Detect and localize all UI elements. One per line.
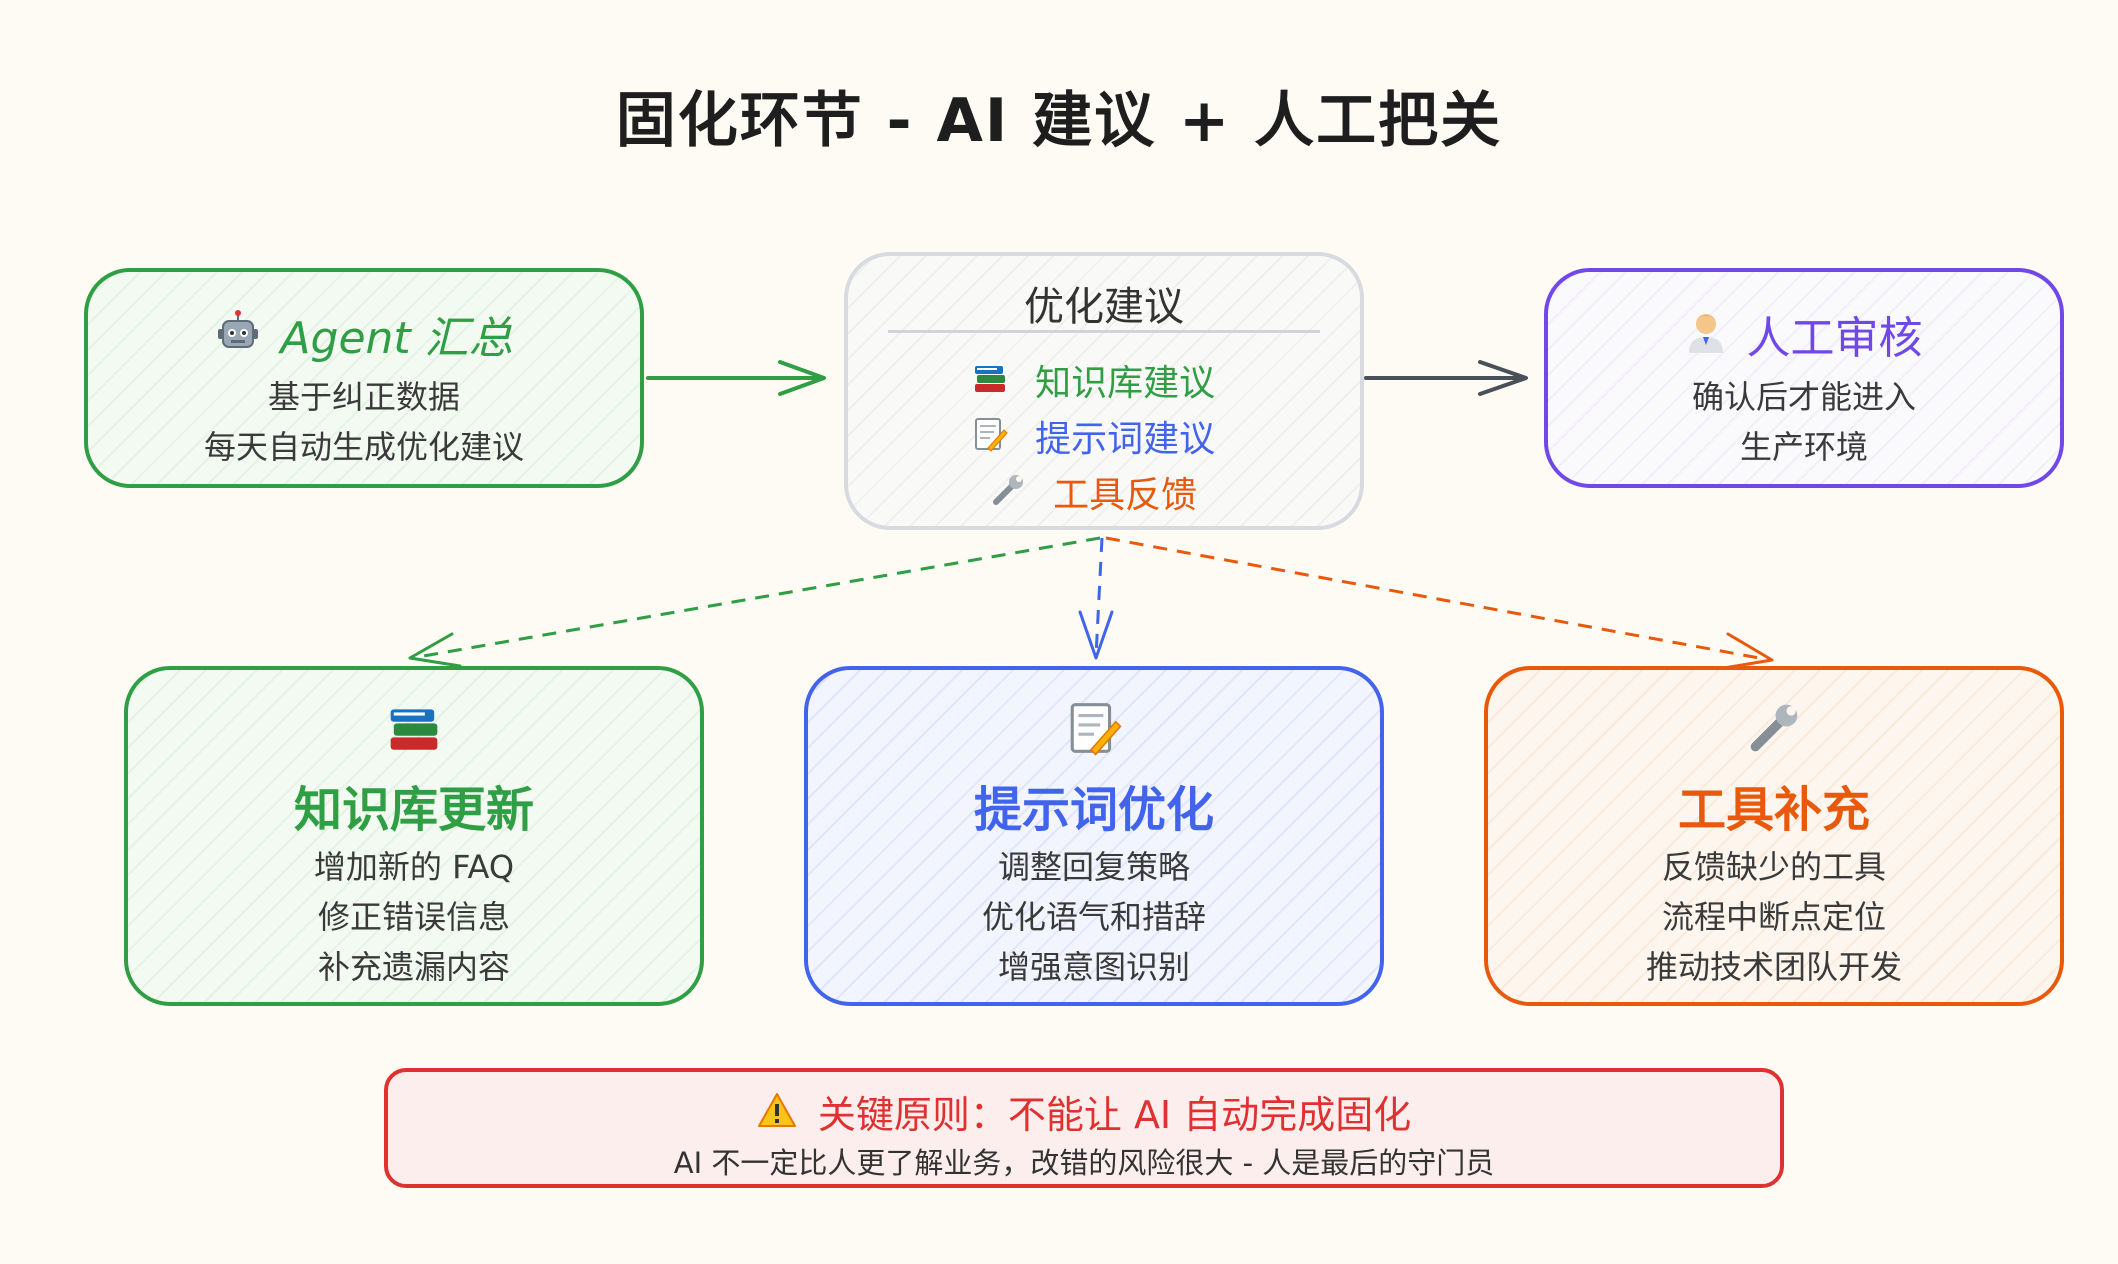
dashed-arrow-to-prompt xyxy=(1078,537,1114,660)
review-box-line-2: 生产环境 xyxy=(1739,428,1868,466)
books-icon xyxy=(386,700,442,760)
suggestion-item-kb: 知识库建议 xyxy=(972,354,1215,408)
suggestion-box-title: 优化建议 xyxy=(1024,284,1184,330)
warning-icon xyxy=(757,1092,797,1132)
suggestion-item-prompt-label: 提示词建议 xyxy=(1035,419,1216,460)
books-icon xyxy=(972,360,1008,400)
review-box-line-1: 确认后才能进入 xyxy=(1691,378,1916,416)
agent-box-line-1: 基于纠正数据 xyxy=(267,378,460,416)
prompt-box-line-3: 增强意图识别 xyxy=(997,948,1190,986)
agent-summary-box: Agent 汇总 基于纠正数据 每天自动生成优化建议 xyxy=(84,268,644,488)
suggestion-item-tool-label: 工具反馈 xyxy=(1053,475,1198,516)
agent-box-title: Agent 汇总 xyxy=(280,313,513,364)
agent-box-line-2: 每天自动生成优化建议 xyxy=(203,428,524,466)
kb-box-line-2: 修正错误信息 xyxy=(317,898,510,936)
suggestion-item-tool: 工具反馈 xyxy=(990,466,1197,520)
principle-title: 关键原则：不能让 AI 自动完成固化 xyxy=(817,1093,1412,1137)
prompt-box-title: 提示词优化 xyxy=(973,782,1214,838)
kb-box-line-1: 增加新的 FAQ xyxy=(313,848,515,886)
wrench-icon xyxy=(1746,700,1802,760)
key-principle-banner: 关键原则：不能让 AI 自动完成固化 AI 不一定比人更了解业务，改错的风险很大… xyxy=(384,1068,1784,1188)
page-title: 固化环节 - AI 建议 + 人工把关 xyxy=(615,86,1503,156)
person-icon xyxy=(1685,309,1727,359)
prompt-optimization-box: 提示词优化 调整回复策略 优化语气和措辞 增强意图识别 xyxy=(804,666,1384,1006)
dashed-arrow-to-kb xyxy=(408,536,1101,668)
arrow-agent-to-suggestion xyxy=(646,360,826,396)
dashed-arrow-to-tool xyxy=(1105,536,1774,670)
kb-update-box: 知识库更新 增加新的 FAQ 修正错误信息 补充遗漏内容 xyxy=(124,666,704,1006)
tool-supplement-box: 工具补充 反馈缺少的工具 流程中断点定位 推动技术团队开发 xyxy=(1484,666,2064,1006)
prompt-box-line-1: 调整回复策略 xyxy=(997,848,1190,886)
prompt-box-line-2: 优化语气和措辞 xyxy=(981,898,1206,936)
suggestion-divider xyxy=(888,330,1320,333)
memo-pencil-icon xyxy=(972,416,1008,456)
wrench-icon xyxy=(990,472,1026,512)
principle-subtitle: AI 不一定比人更了解业务，改错的风险很大 - 人是最后的守门员 xyxy=(673,1146,1495,1180)
tool-box-line-1: 反馈缺少的工具 xyxy=(1661,848,1886,886)
robot-icon xyxy=(215,309,261,359)
arrow-suggestion-to-review xyxy=(1364,360,1528,396)
human-review-box: 人工审核 确认后才能进入 生产环境 xyxy=(1544,268,2064,488)
suggestion-item-kb-label: 知识库建议 xyxy=(1035,363,1216,404)
tool-box-line-3: 推动技术团队开发 xyxy=(1645,948,1902,986)
tool-box-title: 工具补充 xyxy=(1677,782,1870,838)
review-box-title: 人工审核 xyxy=(1746,313,1923,364)
tool-box-line-2: 流程中断点定位 xyxy=(1661,898,1886,936)
kb-box-line-3: 补充遗漏内容 xyxy=(317,948,510,986)
suggestion-item-prompt: 提示词建议 xyxy=(972,410,1215,464)
optimization-suggestion-box: 优化建议 知识库建议 xyxy=(844,252,1364,530)
memo-pencil-icon xyxy=(1066,700,1122,760)
kb-box-title: 知识库更新 xyxy=(293,782,534,838)
